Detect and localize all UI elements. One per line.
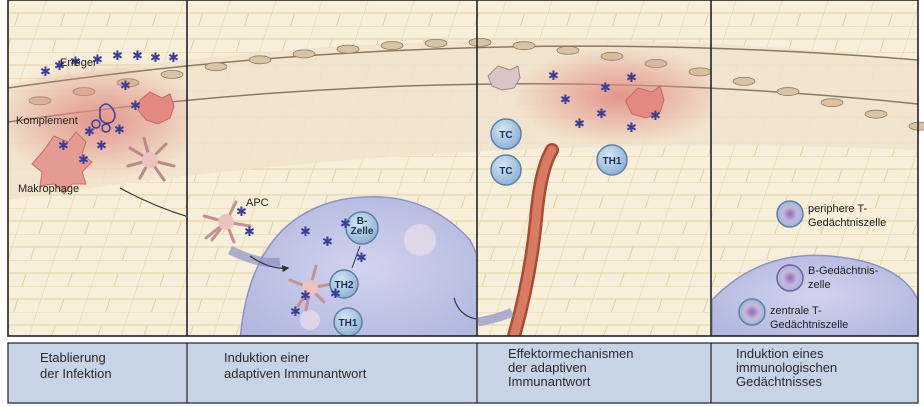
label-erreger: Erreger [60,57,97,69]
pathogen-star: ✱ [236,205,247,220]
epithelial-cell [732,76,756,86]
peripheral-memory-cell [776,200,804,228]
pathogen-star: ✱ [84,125,95,140]
label-th1-tissue: TH1 [603,156,622,167]
label-b-gedaechtnis: B-Gedächtnis-zelle [808,265,879,291]
epithelial-cell [512,41,536,51]
epithelial-cell [204,62,228,72]
pathogen-star: ✱ [574,117,585,132]
pathogen-star: ✱ [70,55,81,70]
th1-cell-lymph [333,307,363,336]
pathogen-markers: ✱✱✱✱✱✱✱✱✱✱✱✱✱✱✱✱✱✱✱✱✱✱✱✱✱✱✱✱✱✱✱✱ [40,49,661,320]
panel-frames [7,0,919,337]
pathogen-star: ✱ [560,93,571,108]
pathogen-star: ✱ [650,109,661,124]
infected-cell-target [487,65,521,91]
pathogen-star: ✱ [244,225,255,240]
epithelial-cell [468,37,492,47]
label-tc-2: TC [499,166,512,177]
pathogen-star: ✱ [78,153,89,168]
macrophage-cell [31,131,93,195]
infected-cell [137,91,175,125]
pathogen-star: ✱ [120,79,131,94]
pathogen-star: ✱ [626,121,637,136]
label-zentral: zentrale T-Gedächtniszelle [770,305,848,331]
pathogen-star: ✱ [96,139,107,154]
pathogen-star: ✱ [340,217,351,232]
epithelial-cell [292,49,316,59]
pathogen-star: ✱ [300,289,311,304]
pathogen-star: ✱ [330,287,341,302]
label-peripher: periphere T-Gedächtniszelle [808,203,886,229]
epithelial-cell [424,38,448,48]
pathogen-star: ✱ [596,107,607,122]
label-komplement: Komplement [16,115,78,127]
b-cell [345,211,379,245]
panel-memory [712,200,918,336]
tc-cell-1 [490,118,522,150]
epithelial-cell [864,109,888,119]
dendritic-cell [126,136,176,182]
pathogen-star: ✱ [356,251,367,266]
pathogen-star: ✱ [322,235,333,250]
label-apc: APC [246,197,269,209]
pathogen-star: ✱ [40,65,51,80]
tc-cell-2 [490,154,522,186]
panel-induction [202,196,476,336]
complement-molecule [99,103,116,125]
pathogen-star: ✱ [112,49,123,64]
epithelial-cell [820,98,844,108]
label-b-zelle: B-Zelle [351,216,374,237]
pathogen-star: ✱ [114,123,125,138]
epithelial-cell [776,87,800,96]
pathogen-star: ✱ [92,53,103,68]
epithelial-cell [380,41,404,50]
pathogen-star: ✱ [626,71,637,86]
epithelial-cell [336,44,360,54]
label-th1-lymph: TH1 [339,318,358,329]
pathogen-star: ✱ [54,59,65,74]
pathogen-star: ✱ [548,69,559,84]
pathogen-star: ✱ [600,81,611,96]
apc-cell [202,200,334,312]
label-makrophage: Makrophage [18,183,79,195]
label-th2: TH2 [335,280,354,291]
pathogen-star: ✱ [130,99,141,114]
pathogen-star: ✱ [168,51,179,66]
pathogen-star: ✱ [58,139,69,154]
pathogen-star: ✱ [300,225,311,240]
label-tc-1: TC [499,130,512,141]
pathogen-star: ✱ [132,49,143,64]
pathogen-star: ✱ [150,51,161,66]
central-memory-cell [738,298,766,326]
panel-effector [478,46,710,336]
epithelial-cell [248,55,272,65]
pathogen-star: ✱ [290,305,301,320]
epithelial-cell [908,121,924,131]
th2-cell [329,269,359,299]
panel-infection [8,60,186,217]
th1-cell-tissue [596,144,628,176]
b-memory-cell [776,264,804,292]
